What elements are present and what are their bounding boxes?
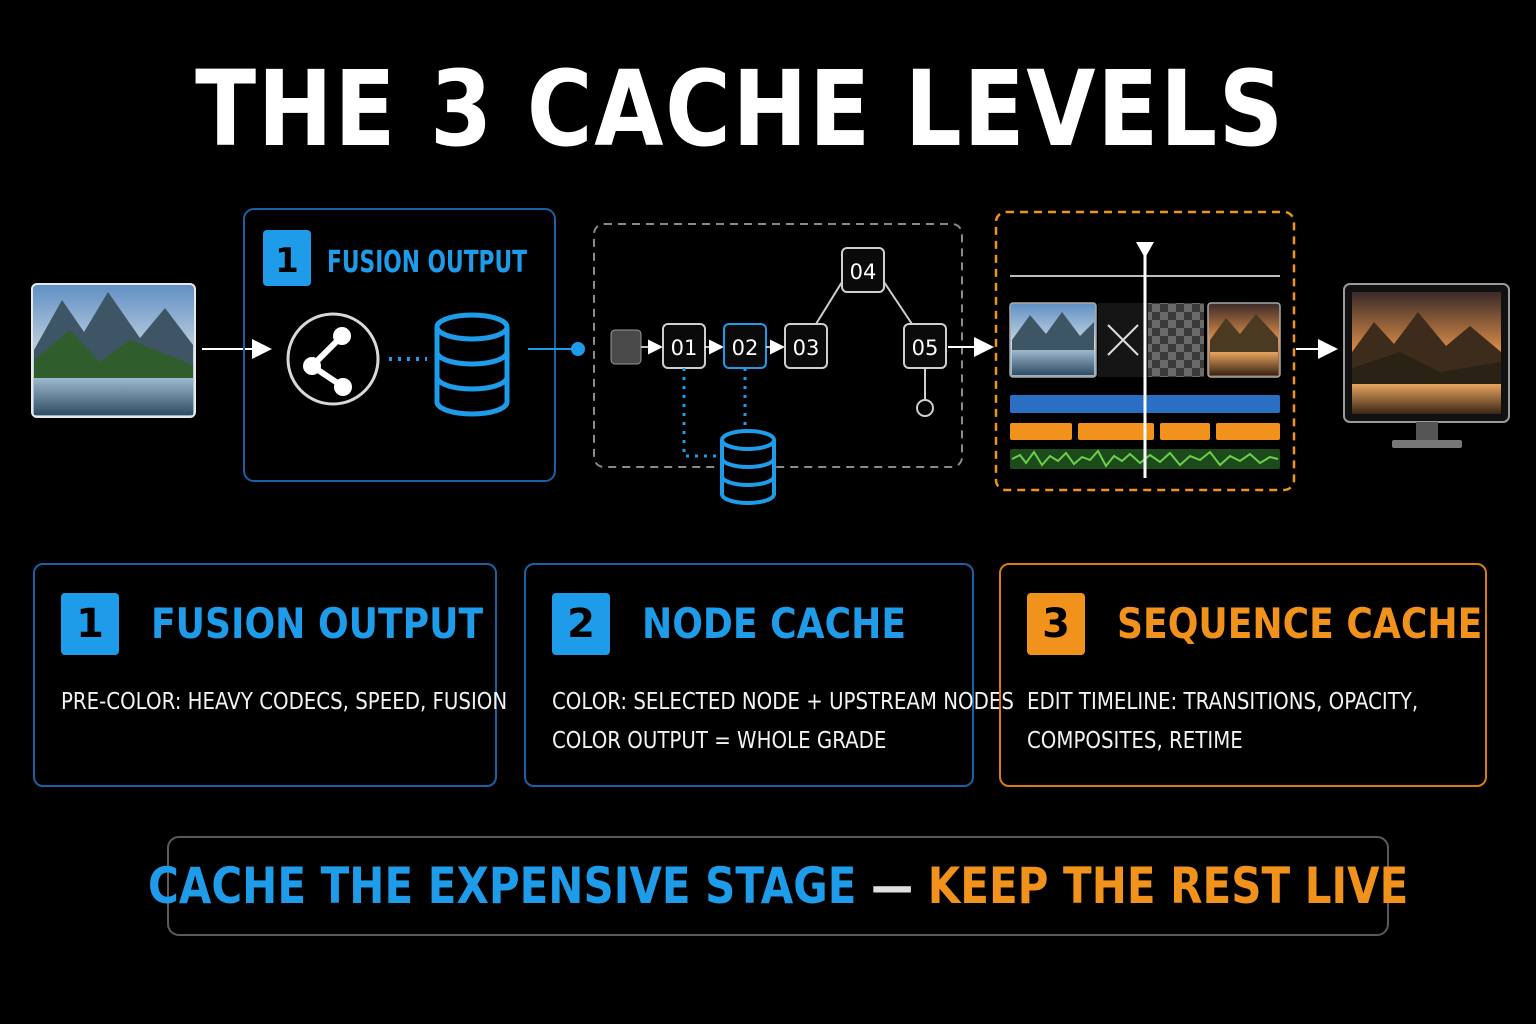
svg-text:05: 05: [912, 336, 939, 360]
card-description: PRE-COLOR: HEAVY CODECS, SPEED, FUSION: [61, 689, 508, 715]
card-fusion-output: 1 FUSION OUTPUT PRE-COLOR: HEAVY CODECS,…: [33, 563, 507, 787]
node-cache-stage: 01 02 03 04 05: [593, 223, 963, 505]
stage-badge-1: [263, 230, 311, 286]
database-icon: [434, 312, 510, 417]
fusion-node-graph-icon: [286, 312, 380, 406]
card-badge-3: 3: [1027, 593, 1085, 655]
card-node-cache: 2 NODE CACHE COLOR: SELECTED NODE + UPST…: [524, 563, 1014, 787]
tagline-banner: CACHE THE EXPENSIVE STAGE — KEEP THE RES…: [148, 836, 1408, 936]
card-badge-1: 1: [61, 593, 119, 655]
svg-text:03: 03: [793, 336, 820, 360]
playhead-icon: [1136, 242, 1154, 478]
sequence-cache-stage: [994, 210, 1296, 492]
node-03: 03: [784, 323, 828, 369]
card-badge-2: 2: [552, 593, 610, 655]
node-01: 01: [662, 323, 706, 369]
source-image-thumbnail: [31, 283, 196, 418]
node-02: 02: [723, 323, 767, 369]
card-title: NODE CACHE: [642, 599, 907, 648]
card-title: FUSION OUTPUT: [151, 599, 484, 648]
tagline: CACHE THE EXPENSIVE STAGE — KEEP THE RES…: [148, 857, 1408, 915]
card-title: SEQUENCE CACHE: [1117, 599, 1483, 648]
tagline-part-1: CACHE THE EXPENSIVE STAGE: [147, 857, 857, 915]
node-05: 05: [903, 323, 947, 369]
page-title: THE 3 CACHE LEVELS: [195, 48, 1285, 170]
fusion-output-stage: 1 FUSION OUTPUT: [243, 208, 556, 482]
svg-text:04: 04: [850, 260, 877, 284]
pipeline-diagram: 1 FUSION OUTPUT 01: [31, 208, 1510, 505]
cross-dissolve-icon: [1098, 303, 1148, 377]
svg-text:1: 1: [275, 241, 299, 281]
monitor-icon: [1343, 283, 1510, 448]
svg-text:01: 01: [671, 336, 698, 360]
node-04: 04: [841, 247, 885, 293]
card-description: EDIT TIMELINE: TRANSITIONS, OPACITY, COM…: [1027, 689, 1419, 754]
tagline-part-2: KEEP THE REST LIVE: [927, 857, 1409, 915]
tagline-separator: —: [870, 857, 913, 915]
card-description: COLOR: SELECTED NODE + UPSTREAM NODES CO…: [552, 689, 1014, 754]
card-sequence-cache: 3 SEQUENCE CACHE EDIT TIMELINE: TRANSITI…: [999, 563, 1487, 787]
svg-text:FUSION OUTPUT: FUSION OUTPUT: [327, 245, 527, 280]
database-icon: [720, 429, 776, 505]
svg-text:02: 02: [732, 336, 759, 360]
